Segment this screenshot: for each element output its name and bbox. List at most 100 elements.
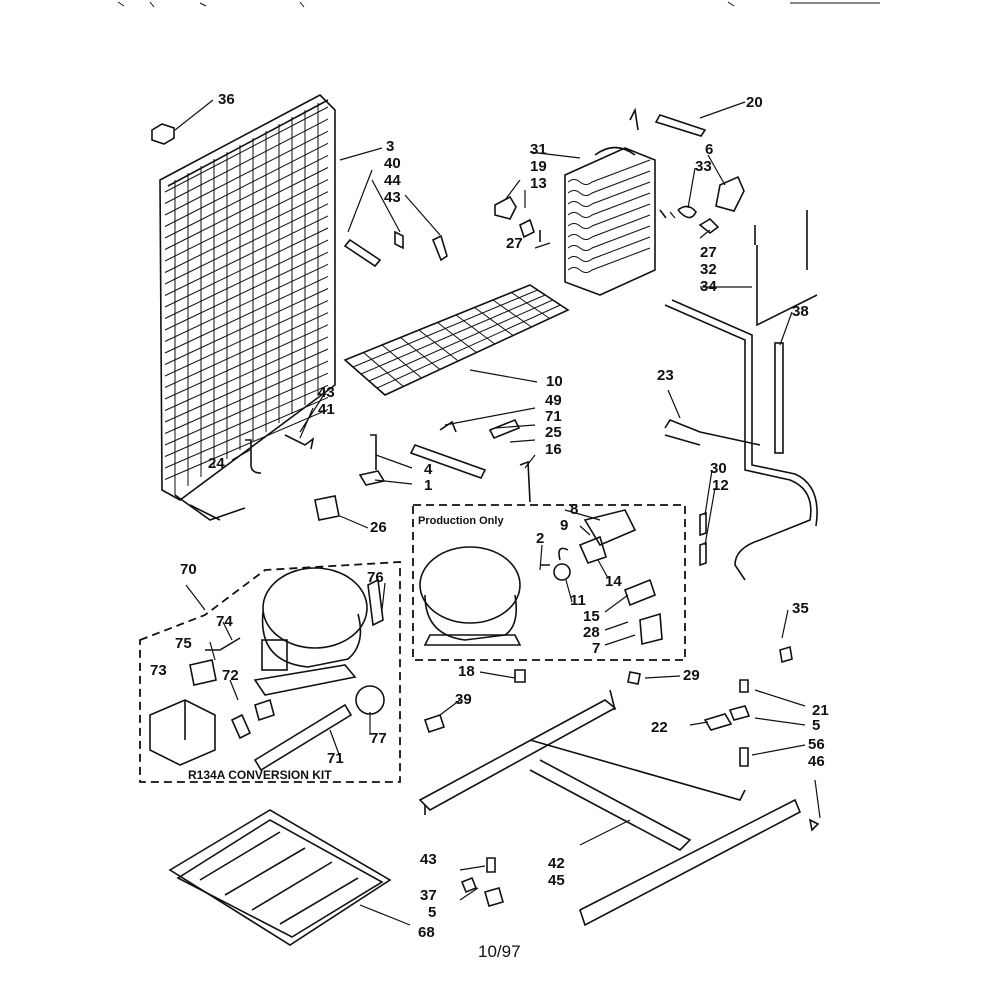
condenser-wire — [164, 203, 329, 285]
condenser-wire — [164, 300, 329, 377]
condenser-wire — [164, 275, 329, 354]
tray-crossbar — [360, 294, 546, 375]
tray-rod — [381, 344, 422, 379]
callout-35: 35 — [792, 600, 809, 617]
part-6-33-drawing — [677, 175, 745, 219]
evaporator-drawing — [564, 107, 656, 296]
tray-rod — [511, 292, 550, 319]
evaporator-fin — [567, 159, 651, 185]
frame-rails-drawing — [418, 689, 802, 927]
callout-8: 8 — [570, 501, 579, 518]
compressor-production-drawing — [419, 509, 663, 646]
callout-41: 41 — [318, 401, 335, 418]
callout-73: 73 — [150, 662, 167, 679]
callout-28: 28 — [583, 624, 600, 641]
brackets-40-44-43-drawing — [343, 230, 448, 268]
condenser-wire — [164, 312, 329, 388]
callout-3: 3 — [386, 138, 395, 155]
condenser-wire — [164, 179, 329, 262]
callout-76: 76 — [367, 569, 384, 586]
callout-36: 36 — [218, 91, 235, 108]
clip-36-drawing — [151, 123, 175, 145]
callout-13: 13 — [530, 175, 547, 192]
part-26-drawing — [314, 495, 340, 521]
callout-23: 23 — [657, 367, 674, 384]
conversion-kit-box — [139, 561, 401, 783]
tray-rod — [344, 359, 386, 396]
callout-24: 24 — [208, 455, 225, 472]
hardware-43-37-5-drawing — [460, 857, 504, 907]
tray-rod — [363, 352, 404, 387]
callout-43-mid: 43 — [318, 384, 335, 401]
evaporator-fin — [567, 170, 651, 196]
callout-2: 2 — [536, 530, 545, 547]
evaporator-fin — [567, 236, 651, 262]
part-30-12-drawing — [699, 511, 707, 567]
callout-71-kit: 71 — [327, 750, 344, 767]
callout-26: 26 — [370, 519, 387, 536]
callout-34: 34 — [700, 278, 717, 295]
callout-11: 11 — [570, 592, 586, 609]
callout-37: 37 — [420, 887, 437, 904]
condenser-coil-drawing — [159, 94, 336, 521]
callout-25: 25 — [545, 424, 562, 441]
production-only-box — [412, 504, 686, 661]
evaporator-fin — [567, 214, 651, 240]
callout-10: 10 — [546, 373, 563, 390]
condenser-wire — [164, 324, 329, 400]
condenser-wire — [164, 227, 329, 308]
callout-20: 20 — [746, 94, 763, 111]
callout-5-bottom: 5 — [428, 904, 437, 921]
callout-56: 56 — [808, 736, 825, 753]
part-32-drawing — [659, 209, 720, 235]
hardware-21-22-56-46-drawing — [703, 645, 820, 832]
tubing-drawing — [664, 210, 818, 581]
evaporator-fin — [567, 247, 651, 273]
tray-rod — [474, 307, 514, 336]
tray-crossbar — [368, 299, 554, 382]
condenser-wire — [164, 167, 329, 250]
callout-18: 18 — [458, 663, 475, 680]
condenser-wire — [164, 142, 329, 227]
evaporator-fin — [567, 225, 651, 251]
callout-30: 30 — [710, 460, 727, 477]
evaporator-fin — [567, 192, 651, 218]
callout-32: 32 — [700, 261, 717, 278]
callout-31: 31 — [530, 141, 547, 158]
callout-1: 1 — [424, 477, 433, 494]
conversion-kit-title: R134A CONVERSION KIT — [188, 768, 332, 782]
callout-33: 33 — [695, 158, 712, 175]
condenser-wire — [164, 384, 329, 457]
callout-27-left: 27 — [506, 235, 523, 252]
callout-21: 21 — [812, 702, 829, 719]
callout-5-right: 5 — [812, 717, 821, 734]
callout-44: 44 — [384, 172, 401, 189]
callout-14: 14 — [605, 573, 622, 590]
condenser-wire — [164, 336, 329, 411]
condenser-wire — [164, 154, 329, 239]
condenser-wire — [164, 288, 329, 365]
condenser-wire — [164, 239, 329, 319]
condenser-wire — [164, 130, 329, 216]
callout-49: 49 — [545, 392, 562, 409]
date-code: 10/97 — [478, 942, 521, 961]
evaporator-fin — [567, 181, 651, 207]
drier-and-fittings-drawing — [245, 418, 531, 503]
tray-rod — [455, 314, 496, 345]
tray-rod — [529, 284, 569, 311]
callout-9: 9 — [560, 517, 569, 534]
condenser-wire — [164, 372, 329, 446]
evaporator-fin — [567, 203, 651, 229]
callout-40: 40 — [384, 155, 401, 172]
callout-22: 22 — [651, 719, 668, 736]
callout-29: 29 — [683, 667, 700, 684]
tray-rod — [492, 299, 532, 328]
callout-72: 72 — [222, 667, 239, 684]
callout-46: 46 — [808, 753, 825, 770]
drain-tray-grid-drawing — [343, 284, 570, 396]
drain-pan-68-drawing — [168, 809, 392, 946]
condenser-wire — [164, 409, 329, 480]
callout-12: 12 — [712, 477, 729, 494]
